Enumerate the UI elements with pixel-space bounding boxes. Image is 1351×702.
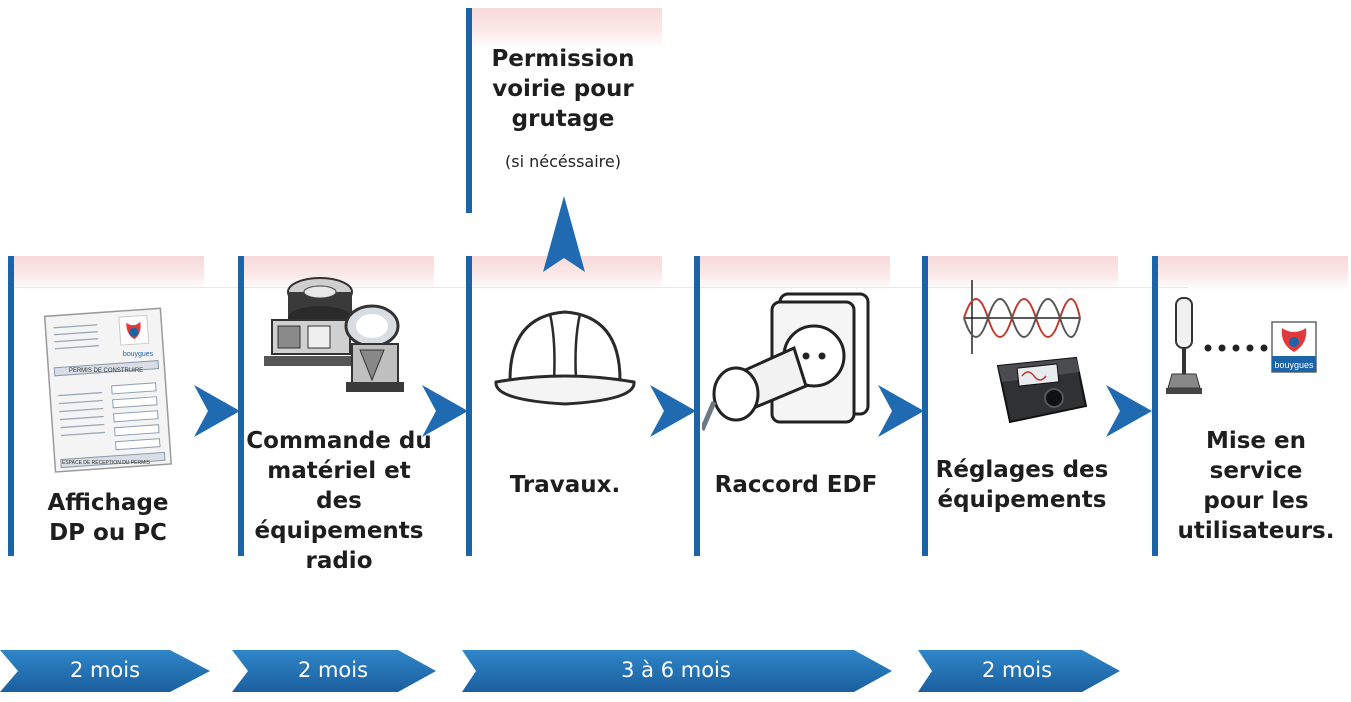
duration-label-3: 3 à 6 mois xyxy=(621,658,731,682)
permit-band xyxy=(472,8,662,48)
step-label-mise-en-service: Mise en service pour les utilisateurs. xyxy=(1177,428,1335,544)
signal-meter-icon xyxy=(963,280,1088,424)
permit-title: Permission voirie pour grutage xyxy=(491,46,635,132)
up-arrow-icon xyxy=(543,196,585,272)
hard-hat-icon xyxy=(494,310,636,406)
document-heading-text: PERMIS DE CONSTRUIRE xyxy=(69,368,143,374)
permit-document-icon: bouygues PERMIS DE CONSTRUIRE ESPACE DE … xyxy=(44,307,173,473)
chevron-arrow-icon xyxy=(194,385,240,437)
header-band-3 xyxy=(472,256,662,290)
step-label-affichage: Affichage DP ou PC xyxy=(47,490,169,546)
step-label-reglages: Réglages des équipements xyxy=(935,457,1109,513)
step-divider-5 xyxy=(922,256,928,556)
document-footer-text: ESPACE DE RÉCEPTION DU PERMIS xyxy=(62,459,151,466)
chevron-arrow-icon xyxy=(1106,385,1152,437)
duration-arrow-4 xyxy=(918,650,1120,692)
duration-arrow-3 xyxy=(462,650,892,692)
chevron-arrow-icon xyxy=(650,385,696,437)
step-divider-4 xyxy=(694,256,700,556)
permit-note: (si nécéssaire) xyxy=(505,152,621,171)
document-logo-text: bouygues xyxy=(123,351,154,358)
header-band-6 xyxy=(1158,256,1348,290)
header-band-4 xyxy=(700,256,890,290)
step-label-travaux: Travaux. xyxy=(509,472,621,498)
antenna-connection-icon: bouygues xyxy=(1166,297,1317,394)
header-band-1 xyxy=(14,256,204,290)
step-label-commande: Commande du matériel et des équipements … xyxy=(246,428,432,574)
chevron-arrow-icon xyxy=(422,385,468,437)
duration-label-4: 2 mois xyxy=(981,658,1053,682)
step-label-raccord: Raccord EDF xyxy=(714,472,878,498)
timeline-line xyxy=(8,287,1188,288)
step-divider-1 xyxy=(8,256,14,556)
step-divider-3 xyxy=(466,256,472,556)
chevron-arrow-icon xyxy=(878,385,924,437)
duration-arrow-2 xyxy=(232,650,436,692)
power-socket-icon xyxy=(702,292,870,431)
header-band-5 xyxy=(928,256,1118,290)
step-divider-6 xyxy=(1152,256,1158,556)
duration-label-2: 2 mois xyxy=(297,658,369,682)
permit-divider xyxy=(466,8,472,213)
radio-equipment-icon xyxy=(264,277,404,392)
step-divider-2 xyxy=(238,256,244,556)
duration-label-1: 2 mois xyxy=(69,658,141,682)
duration-arrow-1 xyxy=(0,650,210,692)
duration-arrows xyxy=(0,650,1120,692)
bouygues-logo-text: bouygues xyxy=(1274,360,1314,370)
